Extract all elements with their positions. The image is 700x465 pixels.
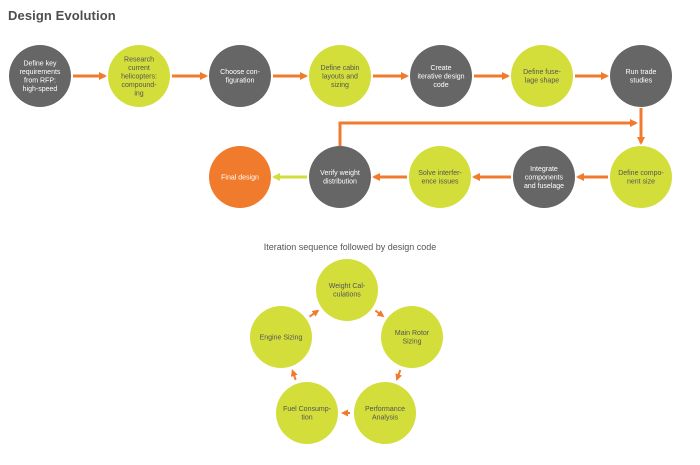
node-label-line: Research bbox=[124, 56, 154, 63]
connectors-layer bbox=[73, 72, 645, 417]
node-label-line: Engine Sizing bbox=[260, 334, 303, 341]
node-label-line: layouts and bbox=[322, 73, 358, 80]
node-circle bbox=[209, 146, 271, 208]
node-label-line: ing bbox=[134, 90, 143, 97]
node-label-line: components bbox=[525, 174, 564, 181]
page-title: Design Evolution bbox=[8, 8, 116, 23]
node-circle bbox=[276, 382, 338, 444]
node-circle bbox=[309, 45, 371, 107]
iteration-caption: Iteration sequence followed by design co… bbox=[263, 242, 437, 252]
node-circle bbox=[250, 306, 312, 368]
node-label-line: Define cabin bbox=[321, 65, 360, 72]
cycle-arrow bbox=[308, 309, 320, 318]
cycle-arrow bbox=[395, 369, 403, 381]
node-circle bbox=[309, 146, 371, 208]
node-circle bbox=[409, 146, 471, 208]
node-label-line: lage shape bbox=[525, 78, 559, 85]
node-label-line: nent size bbox=[627, 179, 655, 186]
node-label-line: high-speed bbox=[23, 86, 58, 93]
node-label-line: Define fuse- bbox=[523, 69, 561, 76]
feedback-loop-arrow bbox=[338, 119, 638, 146]
node-label-line: Performance bbox=[365, 406, 405, 413]
node-label-line: tion bbox=[301, 415, 312, 422]
node-label-line: Fuel Consump- bbox=[283, 406, 332, 413]
node-circle bbox=[381, 306, 443, 368]
node-label-line: figuration bbox=[226, 78, 255, 85]
node-label-line: helicopters: bbox=[121, 73, 157, 80]
node-label-line: requirements bbox=[20, 69, 61, 76]
node-label-line: Weight Cal- bbox=[329, 283, 366, 290]
node-label-line: Solve interfer- bbox=[418, 170, 462, 177]
node-circle bbox=[610, 146, 672, 208]
step-weight-calculations: Weight Cal-culations bbox=[316, 259, 378, 321]
node-circle bbox=[209, 45, 271, 107]
node-label-line: sizing bbox=[331, 82, 349, 89]
node-circle bbox=[316, 259, 378, 321]
node-label-line: Final design bbox=[221, 174, 259, 181]
node-label-line: compound- bbox=[121, 82, 157, 89]
step-define-component-size: Define compo-nent size bbox=[610, 146, 672, 208]
node-label-line: Main Rotor bbox=[395, 330, 430, 337]
node-label-line: from RFP: bbox=[24, 78, 56, 85]
node-label-line: culations bbox=[333, 292, 361, 299]
node-circle bbox=[108, 45, 170, 107]
node-label-line: Analysis bbox=[372, 415, 399, 422]
node-label-line: Integrate bbox=[530, 166, 558, 173]
node-circle bbox=[511, 45, 573, 107]
node-circle bbox=[9, 45, 71, 107]
node-label-line: Sizing bbox=[402, 339, 421, 346]
cycle-arrow bbox=[374, 309, 385, 318]
node-label-line: Create bbox=[430, 65, 451, 72]
node-label-line: Define compo- bbox=[618, 170, 664, 177]
node-label-line: studies bbox=[630, 78, 653, 85]
step-final-design: Final design bbox=[209, 146, 271, 208]
step-define-fuselage-shape: Define fuse-lage shape bbox=[511, 45, 573, 107]
node-label-line: Run trade bbox=[626, 69, 657, 76]
node-circle bbox=[513, 146, 575, 208]
node-circle bbox=[354, 382, 416, 444]
node-label-line: distribution bbox=[323, 179, 357, 186]
step-choose-configuration: Choose con-figuration bbox=[209, 45, 271, 107]
step-solve-interference: Solve interfer-ence issues bbox=[409, 146, 471, 208]
step-fuel-consumption: Fuel Consump-tion bbox=[276, 382, 338, 444]
node-label-line: Define key bbox=[23, 61, 57, 68]
step-verify-weight: Verify weight distribution bbox=[309, 146, 371, 208]
node-label-line: ence issues bbox=[422, 179, 459, 186]
cycle-arrow bbox=[290, 369, 298, 381]
node-label-line: Choose con- bbox=[220, 69, 260, 76]
node-label-line: current bbox=[128, 65, 150, 72]
step-run-trade-studies: Run trade studies bbox=[610, 45, 672, 107]
node-label-line: code bbox=[433, 82, 448, 89]
step-engine-sizing: Engine Sizing bbox=[250, 306, 312, 368]
node-label-line: and fuselage bbox=[524, 183, 564, 190]
node-label-line: Verify weight bbox=[320, 170, 360, 177]
node-label-line: iterative design bbox=[417, 73, 464, 80]
node-circle bbox=[410, 45, 472, 107]
node-circle bbox=[610, 45, 672, 107]
